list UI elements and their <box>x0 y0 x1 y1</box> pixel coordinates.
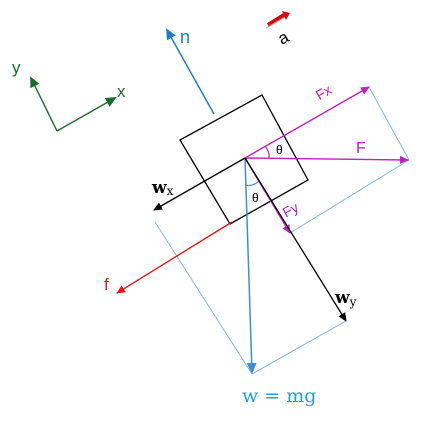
fy-guide <box>289 159 410 234</box>
x-axis-line <box>56 97 117 132</box>
acceleration-label: a <box>275 27 293 48</box>
applied-force-label: F <box>356 140 366 157</box>
wy-arrow <box>244 157 347 322</box>
wy-guide <box>251 320 347 375</box>
wy-main: w <box>334 288 350 308</box>
normal-force-label: n <box>180 27 190 47</box>
y-axis-line <box>30 76 58 132</box>
axes: y x <box>12 58 126 132</box>
fy-label: Fy <box>280 199 301 220</box>
applied-force-arrow <box>244 155 409 164</box>
theta-mid-label: θ <box>252 191 259 205</box>
weight-arrow <box>244 157 257 374</box>
fx-label: Fx <box>313 81 334 103</box>
wx-subscript: x <box>167 184 174 198</box>
theta-arc-top <box>264 145 270 159</box>
theta-arc-mid <box>244 180 260 187</box>
wx-main: w <box>151 178 167 198</box>
theta-top-label: θ <box>276 143 283 157</box>
wx-guide <box>154 221 253 375</box>
y-axis-label: y <box>12 58 21 77</box>
wy-label: wy <box>334 288 357 309</box>
weight-label: w = mg <box>242 385 316 407</box>
wx-arrow <box>153 157 246 211</box>
block <box>179 94 309 225</box>
friction-arrow <box>116 221 233 294</box>
normal-force-arrow <box>166 28 215 115</box>
acceleration-icon <box>265 11 290 29</box>
guide-lines <box>154 86 410 375</box>
friction-label: f <box>104 275 109 294</box>
fx-guide <box>368 86 410 161</box>
x-axis-label: x <box>117 82 126 101</box>
wy-subscript: y <box>349 295 357 309</box>
wx-label: wx <box>151 178 174 198</box>
